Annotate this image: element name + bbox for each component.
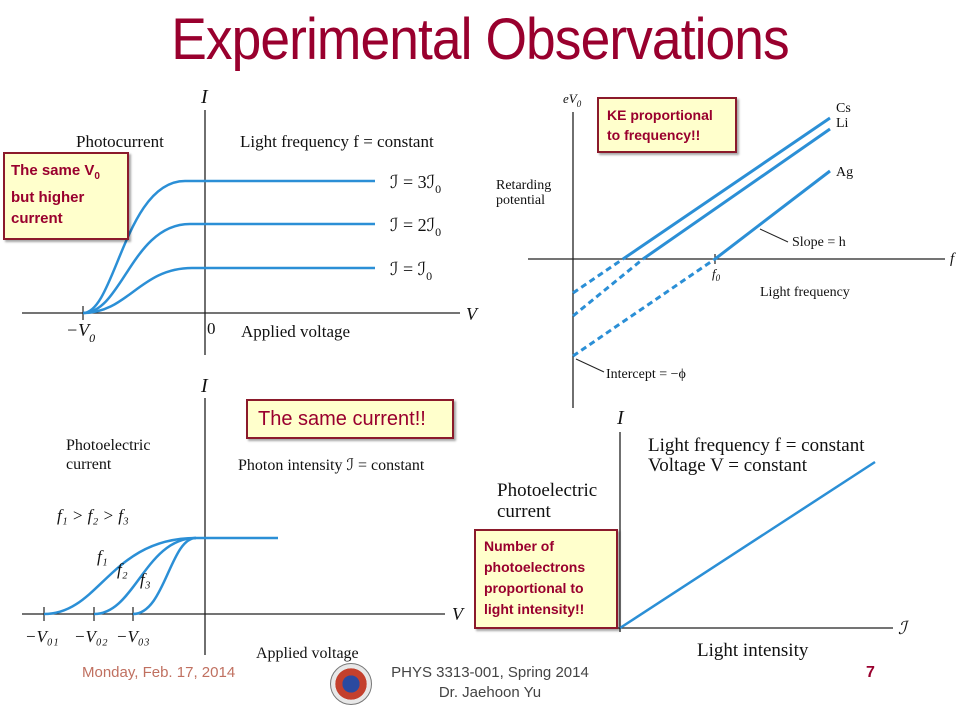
fig4-photoelectric-1: Photoelectric xyxy=(497,480,597,501)
fig2-intercept-pointer xyxy=(575,358,605,373)
fig2-retarding-2: potential xyxy=(496,193,545,208)
fig3-curve-f3 xyxy=(132,536,197,616)
fig2-li-extrapolation xyxy=(572,257,644,318)
callout-number-photoelectrons: Number of photoelectrons proportional to… xyxy=(474,529,618,629)
fig2-intercept-label: Intercept = −ϕ xyxy=(606,367,686,382)
fig3-y-label: I xyxy=(200,375,209,397)
fig3-photoelectric-1: Photoelectric xyxy=(66,437,150,454)
fig2-cs-extrapolation xyxy=(572,257,624,295)
fig2-li-line xyxy=(642,127,831,261)
fig3-curve-f2 xyxy=(93,536,197,616)
footer-date: Monday, Feb. 17, 2014 xyxy=(82,664,236,681)
fig4-light-intensity: Light intensity xyxy=(697,640,809,661)
fig2-slope-label: Slope = h xyxy=(792,235,846,250)
fig2-light-frequency: Light frequency xyxy=(760,285,850,300)
fig3-f3-label: f₃ xyxy=(140,570,151,589)
fig1-photocurrent-label: Photocurrent xyxy=(76,132,164,151)
footer-course: PHYS 3313-001, Spring 2014 Dr. Jaehoon Y… xyxy=(391,664,589,701)
fig1-neg-v0: −V0 xyxy=(66,320,95,345)
fig1-zero: 0 xyxy=(207,319,216,338)
fig1-applied-voltage: Applied voltage xyxy=(241,322,350,341)
fig3-v03-label: −V₀₃ xyxy=(116,627,150,646)
fig2-f0-label: f0 xyxy=(712,266,721,283)
fig3-curve-f1 xyxy=(43,536,278,616)
fig2-ag-extrapolation xyxy=(572,257,716,358)
fig3-photoelectric-2: current xyxy=(66,456,112,473)
fig2-li-label: Li xyxy=(836,116,849,131)
fig4-x-label: ℐ xyxy=(898,618,910,638)
figure-photocurrent-vs-voltage: I V Photocurrent Light frequency f = con… xyxy=(22,86,479,355)
fig3-ordering: f₁ > f₂ > f₃ xyxy=(57,506,129,525)
fig3-x-label: V xyxy=(452,604,465,624)
fig3-applied-voltage: Applied voltage xyxy=(256,645,359,662)
fig1-y-label: I xyxy=(200,86,209,108)
page-number: 7 xyxy=(866,664,875,681)
fig3-v01-label: −V₀₁ xyxy=(25,627,59,646)
fig2-y-label: eV0 xyxy=(563,91,582,109)
fig4-y-label: I xyxy=(616,407,625,429)
fig3-condition: Photon intensity ℐ = constant xyxy=(238,457,425,474)
fig2-ag-label: Ag xyxy=(836,165,853,180)
fig4-condition-1: Light frequency f = constant xyxy=(648,435,865,456)
fig3-v02-label: −V₀₂ xyxy=(74,627,108,646)
fig1-x-label: V xyxy=(466,304,479,324)
fig4-photoelectric-2: current xyxy=(497,501,552,522)
fig1-curve-1i xyxy=(82,266,375,315)
fig2-cs-label: Cs xyxy=(836,101,851,116)
figure-frequency-curves: I V Photoelectric current Photon intensi… xyxy=(22,375,465,662)
university-seal-logo xyxy=(330,663,372,705)
fig1-label-1i: ℐ = ℐ0 xyxy=(390,259,432,283)
callout-same-current: The same current!! xyxy=(246,399,454,439)
fig2-ag-line xyxy=(714,169,831,261)
fig3-f1-label: f₁ xyxy=(97,547,108,566)
fig2-retarding-1: Retarding xyxy=(496,178,551,193)
fig2-cs-line xyxy=(622,116,831,261)
callout-same-v0: The same V0 but higher current xyxy=(3,152,129,240)
slide-title: Experimental Observations xyxy=(171,7,790,72)
fig1-label-3i: ℐ = 3ℐ0 xyxy=(390,172,441,196)
fig1-curve-3i xyxy=(82,179,375,315)
fig2-x-label: f xyxy=(950,251,956,267)
fig2-slope-pointer xyxy=(759,228,789,243)
fig3-f2-label: f₂ xyxy=(117,560,128,579)
fig1-condition: Light frequency f = constant xyxy=(240,132,434,151)
figure-intensity-linear: I ℐ Light frequency f = constant Voltage… xyxy=(497,407,910,661)
fig1-label-2i: ℐ = 2ℐ0 xyxy=(390,215,441,239)
figure-retarding-potential: eV0 f Retarding potential Cs Li Ag Slope… xyxy=(496,91,956,408)
callout-ke-proportional: KE proportional to frequency!! xyxy=(597,97,737,153)
fig4-linear-line xyxy=(619,460,876,630)
fig1-curve-2i xyxy=(82,222,375,315)
fig4-condition-2: Voltage V = constant xyxy=(648,455,808,476)
